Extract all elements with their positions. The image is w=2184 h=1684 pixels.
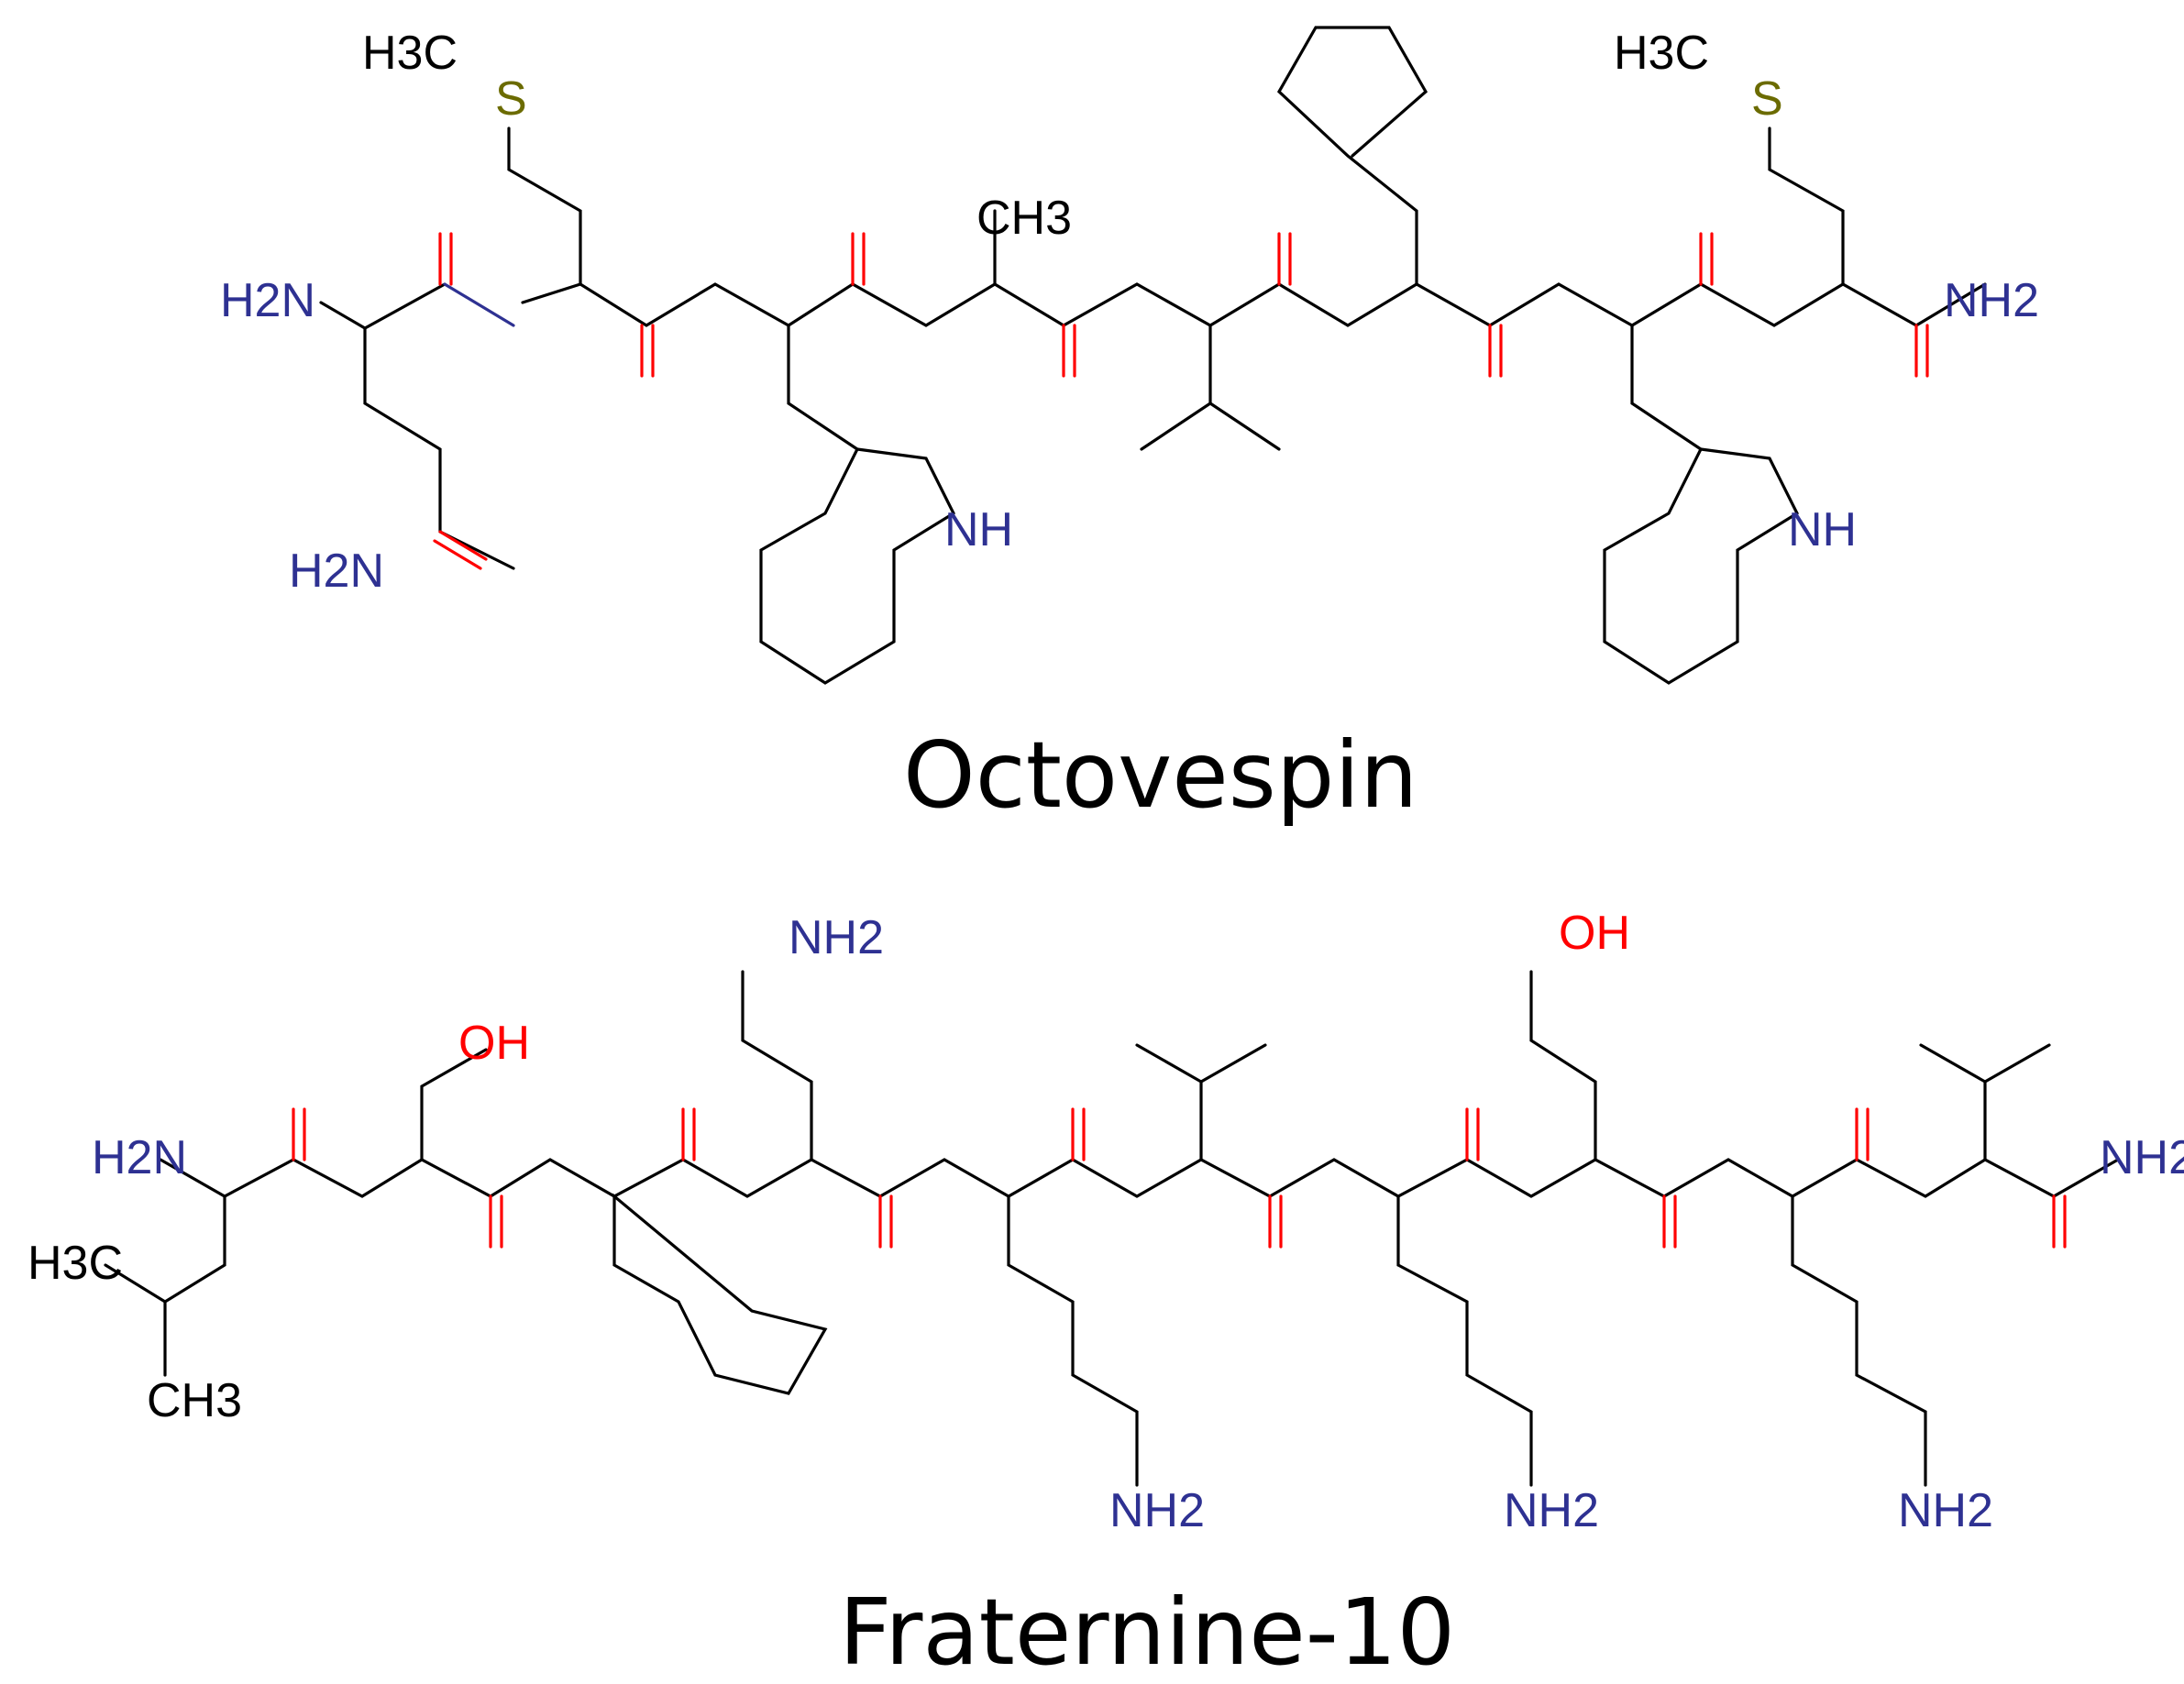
carbonyl-bonds	[433, 232, 1929, 570]
label-side-amide: H2N	[289, 545, 384, 598]
label-nterm: H2N	[220, 274, 315, 327]
carbonyl-bonds	[292, 1107, 2067, 1249]
molecule-name-octovespin: Octovespin	[903, 721, 1418, 829]
label-cterm: NH2	[2100, 1131, 2184, 1184]
atom-labels: H2N H2N S H3C S H3C CH3 NH NH NH2	[220, 27, 2039, 598]
label-ch3: CH3	[976, 192, 1072, 245]
side-chains	[507, 26, 1845, 685]
molecule-fraternine-10: H2N OH OH H3C CH3 NH2 NH2 NH2 NH2 NH2 Fr…	[28, 907, 2184, 1684]
label-nh2-side1: NH2	[789, 911, 884, 964]
label-nh-indole1: NH	[944, 503, 1013, 556]
label-methyl1: H3C	[362, 27, 458, 80]
backbone-bonds	[319, 282, 1987, 570]
label-cooh: OH	[1559, 907, 1630, 960]
molecule-name-fraternine-10: Fraternine-10	[839, 1579, 1455, 1684]
label-nh2-lys2: NH2	[1504, 1484, 1599, 1537]
atom-labels: H2N OH OH H3C CH3 NH2 NH2 NH2 NH2 NH2	[28, 907, 2184, 1537]
molecule-octovespin: H2N H2N S H3C S H3C CH3 NH NH NH2 Octove…	[220, 26, 2039, 829]
label-s2: S	[1751, 72, 1783, 126]
label-h3c-left: H3C	[28, 1237, 123, 1290]
label-methyl2: H3C	[1614, 27, 1709, 80]
label-nh2-lys1: NH2	[1109, 1484, 1205, 1537]
label-nh-indole2: NH	[1788, 503, 1857, 556]
label-nterm: H2N	[92, 1131, 187, 1184]
label-ch3-left: CH3	[147, 1374, 242, 1427]
label-cterm: NH2	[1944, 274, 2039, 327]
label-nh2-lys3: NH2	[1898, 1484, 1993, 1537]
backbone-bonds	[104, 970, 2120, 1487]
label-s1: S	[495, 72, 527, 126]
label-oh: OH	[458, 1017, 530, 1070]
